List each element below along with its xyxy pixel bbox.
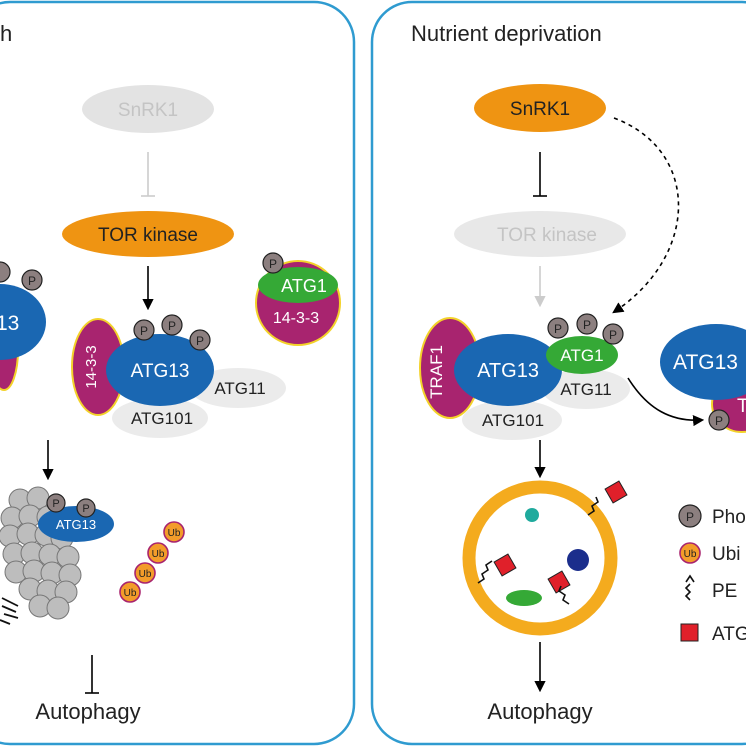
right-atg1-label: ATG1 (560, 346, 603, 365)
svg-text:P: P (168, 319, 176, 333)
atg8-square (547, 570, 571, 594)
phospho-icon: P (76, 498, 96, 518)
svg-text:Ub: Ub (124, 588, 137, 599)
right-snrk1-node (474, 84, 606, 132)
phospho-icon: P (547, 317, 569, 339)
right-partial-atg13-label: ATG13 (673, 351, 738, 374)
svg-text:P: P (609, 328, 617, 342)
svg-text:Ub: Ub (139, 569, 152, 580)
legend-pe-label: PE (712, 581, 737, 602)
right-atg13-label: ATG13 (477, 360, 539, 382)
left-atg1-node (258, 267, 338, 303)
pe-anchor-icon (0, 597, 19, 625)
right-tor-label: TOR kinase (497, 225, 597, 246)
svg-text:P: P (28, 274, 36, 288)
left-atg13-node (106, 334, 214, 406)
left-atg1-1433-label: 14-3-3 (273, 310, 319, 327)
phospho-icon: P (133, 319, 155, 341)
svg-text:P: P (715, 414, 723, 428)
right-atg13-node (454, 334, 562, 406)
legend: P Pho Ub Ubi PE ATG (678, 504, 746, 645)
ubiquitin-icon: Ub (147, 542, 169, 564)
cargo-navy (567, 549, 589, 571)
svg-text:P: P (269, 257, 277, 271)
phospho-icon: P (678, 504, 702, 528)
right-traf1-label: TRAF1 (427, 345, 446, 399)
phospho-icon: P (21, 269, 43, 291)
left-partial-atg13-node (0, 284, 46, 360)
right-partial-traf-label: T (737, 396, 746, 417)
right-panel-title: Nutrient deprivation (411, 21, 602, 46)
svg-text:Ub: Ub (684, 549, 697, 560)
legend-phospho-label: Pho (712, 507, 746, 528)
right-autophagy-label: Autophagy (487, 699, 592, 724)
legend-ubiq-label: Ubi (712, 544, 741, 565)
left-tor-label: TOR kinase (98, 225, 198, 246)
right-atg11-node (542, 369, 630, 409)
protein-aggregate (0, 486, 82, 620)
svg-text:P: P (686, 510, 694, 524)
left-autophagy-label: Autophagy (35, 699, 140, 724)
right-tor-node (454, 211, 626, 257)
cargo-green (506, 590, 542, 606)
phospho-icon: P (46, 493, 66, 513)
left-atg101-label: ATG101 (131, 409, 193, 428)
atg8-square (604, 480, 628, 504)
cargo-teal (525, 508, 539, 522)
svg-text:P: P (554, 322, 562, 336)
atg8-square (493, 553, 517, 577)
left-atg11-node (190, 368, 286, 408)
left-aggregate-atg13-node (38, 506, 114, 542)
svg-text:P: P (82, 503, 89, 515)
atg8-square (680, 623, 699, 642)
left-aggregate-atg13-label: ATG13 (56, 517, 96, 532)
phospho-icon (0, 261, 11, 283)
left-snrk1-label: SnRK1 (118, 100, 178, 121)
ubiquitin-icon: Ub (163, 521, 185, 543)
phospho-icon: P (189, 329, 211, 351)
ubiquitin-icon: Ub (134, 562, 156, 584)
left-atg11-label: ATG11 (214, 379, 265, 398)
legend-atg-label: ATG (712, 624, 746, 645)
phospho-icon: P (708, 409, 730, 431)
left-panel-frame (0, 0, 356, 746)
right-curved-arrow (627, 377, 705, 427)
phospho-icon: P (262, 252, 284, 274)
ubiquitin-icon: Ub (119, 581, 141, 603)
right-atg101-label: ATG101 (482, 411, 544, 430)
svg-text:Ub: Ub (168, 528, 181, 539)
svg-text:P: P (140, 324, 148, 338)
left-partial-atg13-label: 13 (0, 312, 19, 335)
ubiquitin-icon: Ub (679, 542, 701, 564)
right-panel-frame (370, 0, 746, 746)
right-atg11-label: ATG11 (560, 380, 611, 399)
vacuole (462, 480, 618, 636)
right-snrk1-label: SnRK1 (510, 99, 570, 120)
left-tor-node (62, 211, 234, 257)
left-atg101-node (112, 398, 208, 438)
left-panel-title: h (0, 21, 12, 46)
right-atg101-node (462, 400, 562, 440)
phospho-icon: P (161, 314, 183, 336)
pe-anchor-icon (684, 574, 695, 601)
svg-text:P: P (583, 318, 591, 332)
right-dashed-activation-arrow (612, 117, 680, 314)
left-snrk1-node (82, 85, 214, 133)
svg-text:P: P (196, 334, 204, 348)
phospho-icon: P (602, 323, 624, 345)
svg-text:P: P (52, 498, 59, 510)
pe-anchor-icon (558, 585, 570, 605)
right-atg1-node (546, 336, 618, 374)
right-partial-atg13-node (660, 324, 746, 400)
left-atg1-label: ATG1 (281, 276, 327, 296)
pe-anchor-icon (587, 496, 599, 516)
left-1433-complex-label: 14-3-3 (83, 345, 100, 388)
left-atg13-label: ATG13 (131, 361, 190, 382)
pe-anchor-icon (477, 560, 493, 584)
phospho-icon: P (576, 313, 598, 335)
svg-text:Ub: Ub (152, 549, 165, 560)
